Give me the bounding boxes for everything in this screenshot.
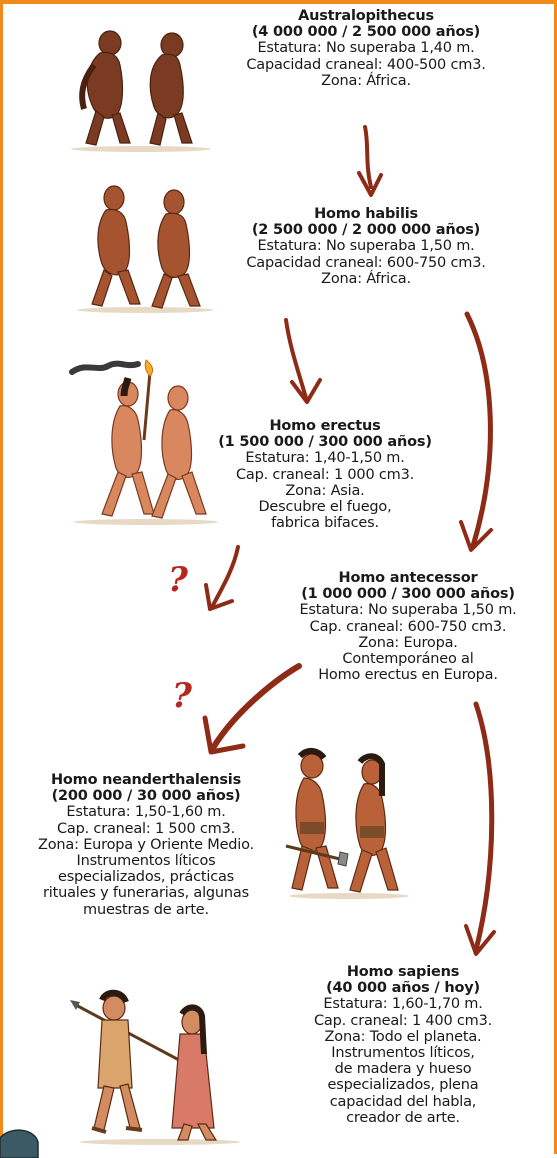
species-homo-antecessor: Homo antecessor (1 000 000 / 300 000 año…: [268, 570, 548, 683]
homo-sapiens-illustration: [70, 958, 250, 1148]
arrow-erectus-to-neanderthalensis: [200, 545, 250, 615]
species-name: Australopithecus: [226, 8, 506, 24]
question-mark-2: ?: [172, 676, 192, 716]
species-name: Homo neanderthalensis: [8, 772, 284, 788]
top-border: [0, 0, 557, 4]
species-name: Homo erectus: [210, 418, 440, 434]
species-period: (4 000 000 / 2 500 000 años): [226, 24, 506, 40]
species-homo-erectus: Homo erectus (1 500 000 / 300 000 años) …: [210, 418, 440, 531]
homo-erectus-illustration: [66, 358, 226, 528]
australopithecus-illustration: [62, 25, 220, 153]
arrow-habilis-to-erectus: [280, 318, 330, 408]
question-mark-1: ?: [168, 560, 188, 600]
species-name: Homo antecessor: [268, 570, 548, 586]
arrow-habilis-to-antecessor: [455, 310, 515, 560]
species-homo-sapiens: Homo sapiens (40 000 años / hoy) Estatur…: [278, 964, 528, 1126]
species-period: (200 000 / 30 000 años): [8, 788, 284, 804]
left-border: [0, 0, 3, 1154]
homo-habilis-illustration: [70, 182, 220, 314]
species-period: (1 500 000 / 300 000 años): [210, 434, 440, 450]
species-homo-neanderthalensis: Homo neanderthalensis (200 000 / 30 000 …: [8, 772, 284, 918]
species-australopithecus: Australopithecus (4 000 000 / 2 500 000 …: [226, 8, 506, 89]
arrow-australopithecus-to-habilis: [355, 125, 395, 200]
species-name: Homo habilis: [226, 206, 506, 222]
species-homo-habilis: Homo habilis (2 500 000 / 2 000 000 años…: [226, 206, 506, 287]
species-period: (1 000 000 / 300 000 años): [268, 586, 548, 602]
homo-neanderthalensis-illustration: [284, 736, 414, 902]
arrow-antecessor-to-sapiens: [462, 700, 512, 962]
species-name: Homo sapiens: [278, 964, 528, 980]
species-period: (2 500 000 / 2 000 000 años): [226, 222, 506, 238]
species-period: (40 000 años / hoy): [278, 980, 528, 996]
